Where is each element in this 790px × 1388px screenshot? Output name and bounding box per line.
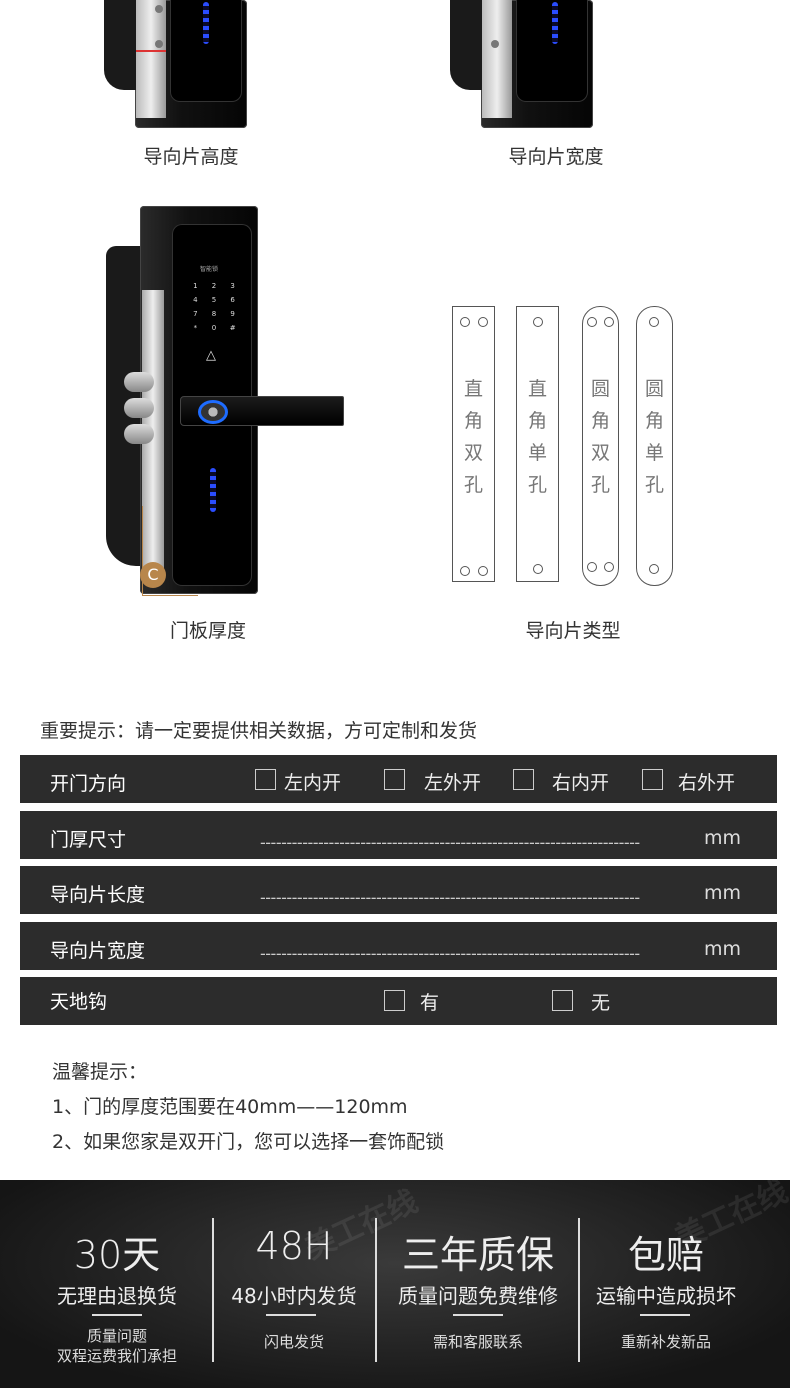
option-left-inner: 左内开	[284, 772, 342, 794]
door-size-row: 门厚尺寸 -----------------------------------…	[20, 811, 777, 859]
keypad-key: 5	[211, 296, 217, 304]
service-sub: 无理由退换货	[57, 1284, 177, 1308]
keypad-key: 6	[230, 296, 235, 304]
keypad-key: *	[193, 324, 198, 332]
service-sub: 48小时内发货	[231, 1284, 357, 1308]
guide-width-lock-image	[446, 0, 596, 130]
keypad-screen-text: 智能锁	[200, 266, 219, 273]
tip-item: 2、如果您家是双开门，您可以选择一套饰配锁	[52, 1131, 445, 1153]
keypad-key: 2	[211, 282, 217, 290]
checkbox-hook-yes[interactable]	[384, 990, 405, 1011]
keypad-key: 9	[230, 310, 235, 318]
checkbox-left-inner[interactable]	[255, 769, 276, 790]
column-separator	[375, 1218, 377, 1362]
keypad-grid: 1 2 3 4 5 6 7 8 9 * 0 #	[186, 282, 242, 332]
door-thickness-lock-image: 智能锁 1 2 3 4 5 6 7 8 9 * 0 # △ C	[100, 206, 350, 598]
divider	[453, 1314, 503, 1316]
thickness-marker: C	[140, 562, 166, 588]
keypad-key: 0	[211, 324, 217, 332]
guide-length-unit: mm	[704, 882, 742, 904]
important-notice: 重要提示：请一定要提供相关数据，方可定制和发货	[40, 720, 478, 742]
plate-round-single: 圆角单孔	[636, 306, 673, 586]
plate-label: 直角双孔	[463, 378, 483, 496]
option-hook-yes: 有	[420, 992, 440, 1014]
guide-height-lock-image	[100, 0, 250, 130]
service-sub: 运输中造成损坏	[596, 1284, 736, 1308]
plate-square-single: 直角单孔	[516, 306, 559, 582]
plate-round-double: 圆角双孔	[582, 306, 619, 586]
service-col-warranty: 三年质保 质量问题免费维修 需和客服联系	[377, 1180, 579, 1388]
service-big: 三年质保	[401, 1233, 554, 1277]
guide-length-input[interactable]: ----------------------------------------…	[260, 888, 640, 907]
guide-width-caption: 导向片宽度	[508, 146, 604, 168]
service-small-line1: 需和客服联系	[432, 1333, 523, 1351]
keypad-key: 4	[193, 296, 198, 304]
column-separator	[212, 1218, 214, 1362]
sky-earth-hook-label: 天地钩	[50, 991, 108, 1013]
guide-length-row: 导向片长度 ----------------------------------…	[20, 866, 777, 914]
bell-icon: △	[206, 348, 216, 363]
service-small: 质量问题 双程运费我们承担	[30, 1326, 204, 1366]
guide-width-label: 导向片宽度	[50, 940, 146, 962]
service-col-compensation: 包赔 运输中造成损坏 重新补发新品	[580, 1180, 752, 1388]
door-size-input[interactable]: ----------------------------------------…	[260, 833, 640, 852]
checkbox-right-inner[interactable]	[513, 769, 534, 790]
guide-width-unit: mm	[704, 938, 742, 960]
checkbox-right-outer[interactable]	[642, 769, 663, 790]
door-direction-label: 开门方向	[50, 773, 127, 795]
service-big: 包赔	[627, 1233, 704, 1277]
service-big: 30天	[73, 1233, 161, 1277]
keypad-key: 1	[193, 282, 198, 290]
option-hook-no: 无	[591, 992, 611, 1014]
guide-types-caption: 导向片类型	[525, 620, 621, 642]
checkbox-left-outer[interactable]	[384, 769, 405, 790]
guide-width-row: 导向片宽度 ----------------------------------…	[20, 922, 777, 970]
door-size-unit: mm	[704, 827, 742, 849]
service-small-line2: 双程运费我们承担	[56, 1347, 177, 1365]
service-small: 闪电发货	[214, 1332, 374, 1352]
keypad-key: 8	[211, 310, 217, 318]
option-left-outer: 左外开	[424, 772, 482, 794]
keypad-key: 7	[193, 310, 198, 318]
service-small-line1: 闪电发货	[263, 1333, 324, 1351]
keypad-key: 3	[230, 282, 235, 290]
plate-label: 圆角双孔	[590, 378, 610, 496]
door-direction-row: 开门方向 左内开 左外开 右内开 右外开	[20, 755, 777, 803]
plate-label: 直角单孔	[527, 378, 547, 496]
fingerprint-icon	[198, 400, 228, 424]
sky-earth-hook-row: 天地钩 有 无	[20, 977, 777, 1025]
plate-label: 圆角单孔	[644, 378, 664, 496]
divider	[92, 1314, 142, 1316]
service-footer: 美工在线 美工在线 30天 无理由退换货 质量问题 双程运费我们承担 48H 4…	[0, 1174, 790, 1388]
divider	[266, 1314, 316, 1316]
service-small-line1: 重新补发新品	[620, 1333, 711, 1351]
checkbox-hook-no[interactable]	[552, 990, 573, 1011]
service-small-line1: 质量问题	[86, 1327, 147, 1345]
keypad-key: #	[229, 324, 236, 332]
service-small: 需和客服联系	[377, 1332, 579, 1352]
door-thickness-caption: 门板厚度	[169, 620, 246, 642]
divider	[640, 1314, 690, 1316]
guide-height-caption: 导向片高度	[143, 146, 239, 168]
option-right-outer: 右外开	[678, 772, 736, 794]
guide-length-label: 导向片长度	[50, 884, 146, 906]
guide-width-input[interactable]: ----------------------------------------…	[260, 944, 640, 963]
tip-item: 1、门的厚度范围要在40mm——120mm	[52, 1096, 408, 1118]
option-right-inner: 右内开	[552, 772, 610, 794]
service-small: 重新补发新品	[580, 1332, 752, 1352]
plate-square-double: 直角双孔	[452, 306, 495, 582]
service-big: 48H	[255, 1224, 333, 1268]
door-size-label: 门厚尺寸	[50, 829, 127, 851]
tips-title: 温馨提示：	[52, 1061, 148, 1083]
service-sub: 质量问题免费维修	[398, 1284, 558, 1308]
column-separator	[578, 1218, 580, 1362]
service-col-shipping: 48H 48小时内发货 闪电发货	[214, 1180, 374, 1388]
service-col-return: 30天 无理由退换货 质量问题 双程运费我们承担	[30, 1180, 204, 1388]
